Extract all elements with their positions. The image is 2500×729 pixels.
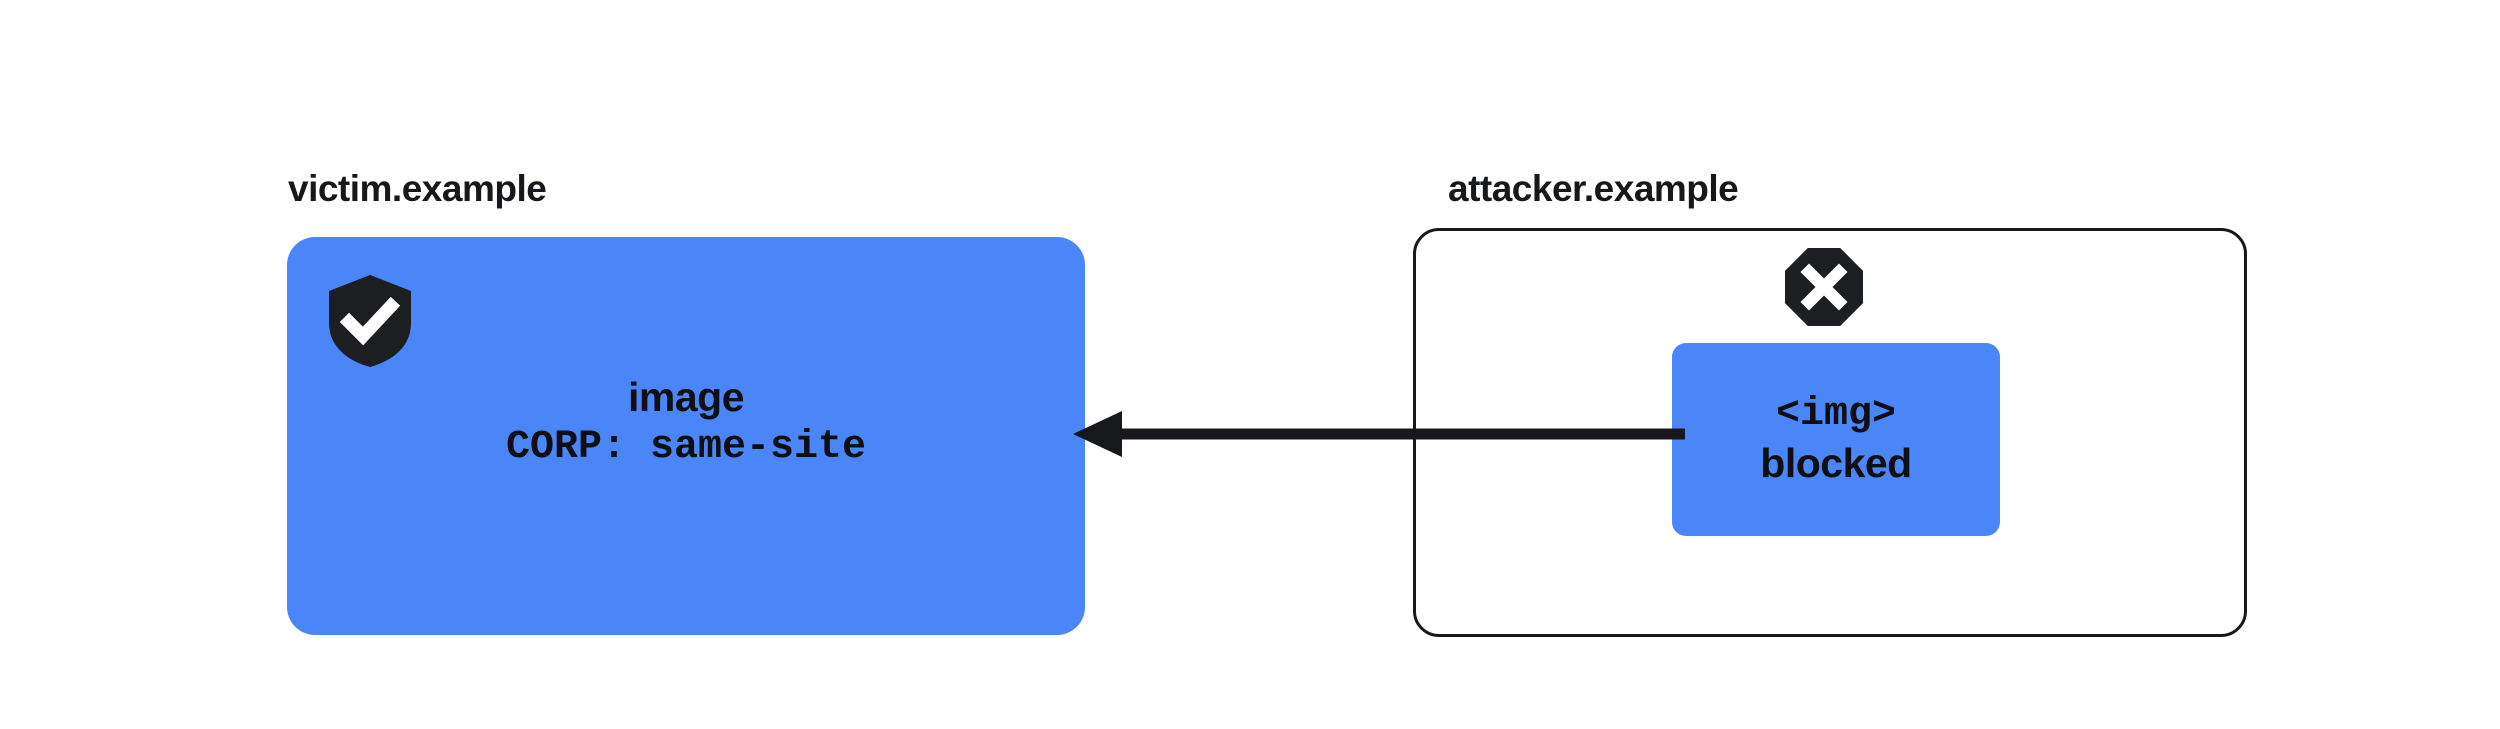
attacker-img-element-box: <img> blocked [1672,343,2000,536]
shield-check-icon [329,275,411,367]
victim-resource-name: image [628,374,745,420]
victim-origin-panel: image CORP: same-site [287,237,1085,635]
victim-resource-text: image CORP: same-site [287,373,1085,472]
attacker-img-tag: <img> [1775,391,1897,437]
attacker-site-label: attacker.example [1448,168,1739,209]
octagon-x-icon [1785,248,1863,326]
victim-site-label: victim.example [288,168,547,209]
cross-origin-request-arrow [1060,404,1685,464]
victim-corp-header: CORP: same-site [505,425,867,471]
attacker-img-status: blocked [1760,439,1912,486]
